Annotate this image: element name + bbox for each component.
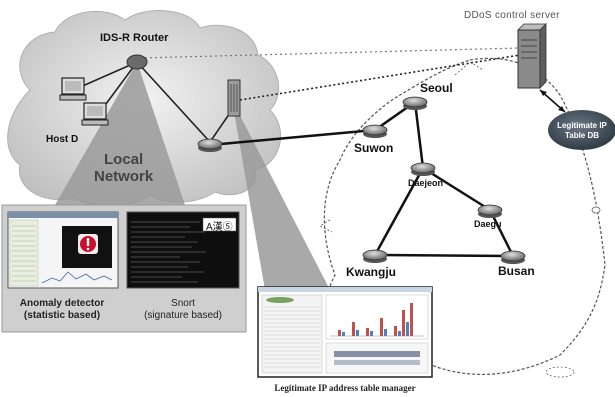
ddos-server bbox=[517, 23, 547, 89]
table-manager-panel bbox=[257, 286, 433, 378]
city-daejeon: Daejeon bbox=[408, 178, 444, 188]
city-busan: Busan bbox=[498, 264, 535, 278]
beam-table-manager bbox=[232, 100, 330, 290]
table-manager-caption: Legitimate IP address table manager bbox=[274, 383, 416, 393]
router-daejeon bbox=[410, 162, 436, 176]
legit-ip-db bbox=[548, 110, 615, 150]
ids-router-label: IDS-R Router bbox=[100, 32, 169, 44]
ddos-server-label: DDoS control server bbox=[464, 10, 560, 21]
ids-appliance bbox=[227, 79, 241, 117]
router-seoul bbox=[402, 96, 428, 110]
city-suwon: Suwon bbox=[354, 141, 394, 155]
host-computer-2 bbox=[81, 102, 109, 126]
router-local bbox=[197, 138, 223, 152]
ids-r-router-node bbox=[126, 54, 148, 70]
local-network-label: Local Network bbox=[94, 151, 154, 185]
detector-panel bbox=[1, 204, 247, 333]
router-kwangju bbox=[362, 249, 388, 263]
anomaly-detector-caption: Anomaly detector (statistic based) bbox=[19, 298, 105, 321]
router-daegu bbox=[477, 204, 503, 218]
snort-ime-indicator: A漢⑤ bbox=[206, 222, 233, 233]
snort-caption: Snort (signature based) bbox=[144, 298, 222, 321]
city-daegu: Daegu bbox=[474, 219, 502, 229]
legit-db-label: Legitimate IP Table DB bbox=[557, 121, 607, 140]
city-seoul: Seoul bbox=[420, 81, 453, 95]
router-busan bbox=[500, 250, 526, 264]
router-suwon bbox=[362, 124, 388, 138]
city-kwangju: Kwangju bbox=[346, 265, 396, 279]
host-label: Host D bbox=[46, 134, 79, 145]
host-computer-1 bbox=[59, 77, 87, 101]
beam-anomaly bbox=[55, 62, 185, 205]
